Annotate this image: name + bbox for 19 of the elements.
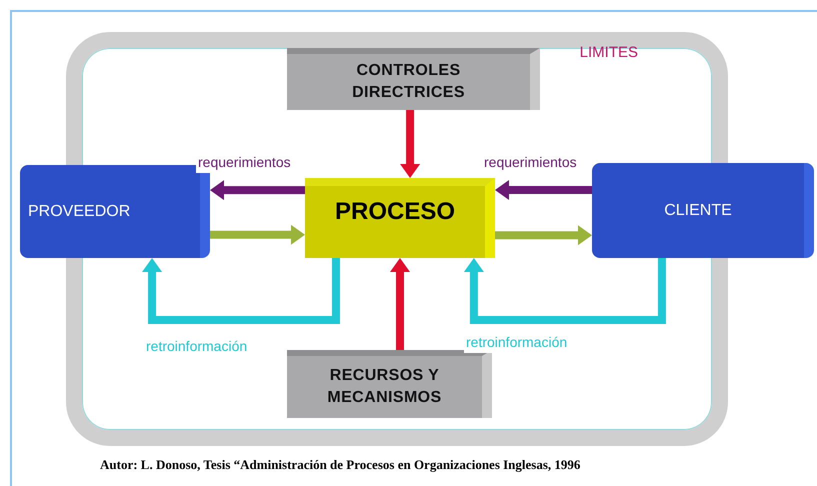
arrow xyxy=(464,258,666,324)
arrow xyxy=(210,180,305,200)
node-label: CONTROLES DIRECTRICES xyxy=(351,61,466,103)
boundary-label: LIMITES xyxy=(580,43,638,63)
arrow xyxy=(495,225,592,246)
arrow xyxy=(400,110,420,178)
process-box xyxy=(287,350,492,418)
process-box xyxy=(287,48,540,110)
node-label: PROCESO xyxy=(334,197,456,227)
arrow xyxy=(142,258,340,324)
node-label: PROVEEDOR xyxy=(27,202,130,222)
node-label: CLIENTE xyxy=(664,200,732,220)
caption: Autor: L. Donoso, Tesis “Administración de Procesos en Organizaciones Inglesas, 1996 xyxy=(100,456,580,474)
process-box xyxy=(592,163,814,258)
node-label: RECURSOS Y MECANISMOS xyxy=(326,366,443,408)
arrow xyxy=(210,224,305,245)
arrow xyxy=(390,258,410,350)
process-box xyxy=(305,178,495,258)
arrow xyxy=(495,180,592,200)
